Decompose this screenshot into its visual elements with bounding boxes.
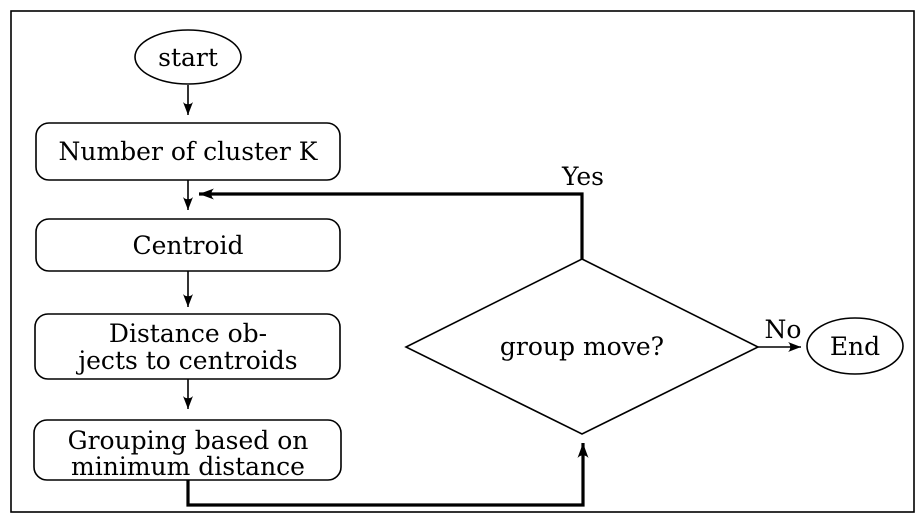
yes-label: Yes <box>561 162 604 191</box>
centroid-node: Centroid <box>35 218 341 272</box>
distance-box <box>34 313 341 380</box>
end-node: End <box>806 317 904 375</box>
distance-node: Distance ob- jects to centroids <box>34 313 341 380</box>
start-node: start <box>134 29 242 85</box>
start-label: start <box>158 43 218 72</box>
decision-diamond <box>404 258 760 435</box>
numcluster-label: Number of cluster K <box>59 137 319 166</box>
diagram-border <box>10 10 915 513</box>
end-label: End <box>830 332 880 361</box>
no-label: No <box>765 315 802 344</box>
centroid-label: Centroid <box>132 231 243 260</box>
edge-yes-feedback <box>199 188 584 259</box>
numcluster-node: Number of cluster K <box>35 122 341 181</box>
distance-label-line1: Distance ob- <box>109 319 267 348</box>
grouping-label-line1: Grouping based on <box>68 426 309 455</box>
decision-label: group move? <box>500 332 664 361</box>
grouping-label-line2: minimum distance <box>71 452 305 481</box>
grouping-node: Grouping based on minimum distance <box>33 419 342 481</box>
start-ellipse <box>134 29 242 85</box>
edge-grouping-to-decision <box>186 443 589 507</box>
distance-label-line2: jects to centroids <box>75 346 297 375</box>
decision-node: group move? <box>404 258 760 435</box>
end-ellipse <box>806 317 904 375</box>
centroid-box <box>35 218 341 272</box>
numcluster-box <box>35 122 341 181</box>
grouping-box <box>33 419 342 481</box>
